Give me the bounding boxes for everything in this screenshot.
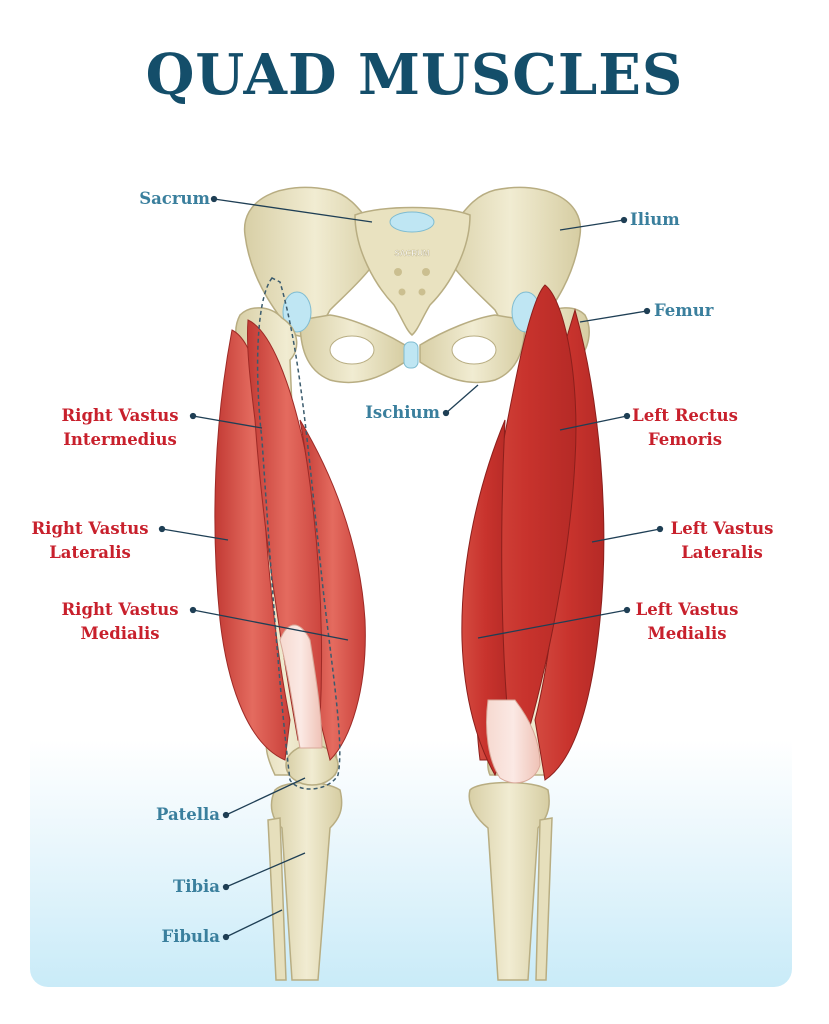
fibula-leader bbox=[225, 909, 283, 938]
page-title: QUAD MUSCLES bbox=[145, 42, 684, 108]
pelvis: SACRUM bbox=[243, 186, 582, 384]
label-line-2: Medialis bbox=[647, 624, 727, 643]
sacral-foramen bbox=[422, 268, 430, 276]
tibia-leader bbox=[225, 852, 306, 888]
sacrum-bone-text: SACRUM bbox=[394, 249, 429, 258]
right-vastus-medialis-muscle bbox=[299, 419, 366, 761]
right-obturator-hole bbox=[329, 335, 375, 365]
label-line-1: Left Vastus bbox=[635, 600, 739, 619]
right-vastus-lateralis-label: Right Vastus Lateralis bbox=[22, 517, 158, 565]
label-line-1: Right Vastus bbox=[61, 600, 179, 619]
label-line-2: Lateralis bbox=[681, 543, 763, 562]
right-vastus-intermedius-label: Right Vastus Intermedius bbox=[50, 404, 190, 452]
femur-label: Femur bbox=[654, 301, 714, 320]
label-line-1: Left Vastus bbox=[670, 519, 774, 538]
sacral-foramen bbox=[398, 288, 406, 296]
right-vastus-medialis-leader bbox=[192, 609, 349, 641]
left-tibia-bone bbox=[468, 781, 550, 981]
femur-leader bbox=[579, 310, 648, 323]
label-line-2: Intermedius bbox=[63, 430, 177, 449]
patella-label: Patella bbox=[155, 805, 220, 824]
left-vastus-medialis-muscle bbox=[461, 419, 511, 777]
left-vastus-medialis-label: Left Vastus Medialis bbox=[622, 598, 752, 646]
left-vastus-lateralis-leader bbox=[591, 528, 661, 543]
tibia-label: Tibia bbox=[172, 877, 220, 896]
label-line-2: Femoris bbox=[647, 430, 723, 449]
label-line-1: Left Rectus bbox=[632, 406, 738, 425]
sacral-foramen bbox=[394, 268, 402, 276]
left-quadriceps-tendon bbox=[486, 699, 541, 784]
right-rectus-outline-dashed bbox=[256, 277, 341, 790]
left-obturator-hole bbox=[451, 335, 497, 365]
sacral-foramen bbox=[418, 288, 426, 296]
right-vastus-lateralis-leader bbox=[161, 528, 229, 541]
label-line-2: Medialis bbox=[80, 624, 160, 643]
right-leg bbox=[214, 277, 366, 981]
right-quadriceps-tendon bbox=[279, 624, 323, 749]
ischium-label: Ischium bbox=[365, 403, 440, 422]
label-line-1: Right Vastus bbox=[61, 406, 179, 425]
left-vastus-medialis-leader bbox=[477, 609, 628, 639]
leader-lines bbox=[158, 195, 664, 941]
ilium-leader bbox=[559, 219, 625, 231]
ilium-label: Ilium bbox=[630, 210, 680, 229]
fibula-label: Fibula bbox=[161, 927, 220, 946]
left-vastus-lateralis-label: Left Vastus Lateralis bbox=[652, 517, 792, 565]
left-fibula-bone bbox=[535, 817, 553, 981]
left-leg bbox=[461, 284, 605, 981]
ischium-leader bbox=[445, 384, 479, 414]
sacral-disc bbox=[389, 211, 435, 233]
sacrum-label: Sacrum bbox=[139, 189, 210, 208]
left-rectus-femoris-leader bbox=[559, 415, 628, 431]
background-gradient-panel bbox=[30, 740, 792, 987]
sacrum-leader bbox=[213, 198, 373, 223]
label-line-1: Right Vastus bbox=[31, 519, 149, 538]
pubic-symphysis bbox=[403, 341, 419, 369]
patella-leader bbox=[225, 777, 306, 816]
sacrum-bone bbox=[354, 206, 471, 336]
right-vastus-intermedius-leader bbox=[192, 415, 263, 429]
right-vastus-medialis-label: Right Vastus Medialis bbox=[50, 598, 190, 646]
left-rectus-femoris-label: Left Rectus Femoris bbox=[620, 404, 750, 452]
label-line-2: Lateralis bbox=[49, 543, 131, 562]
right-fibula-bone bbox=[267, 817, 287, 981]
